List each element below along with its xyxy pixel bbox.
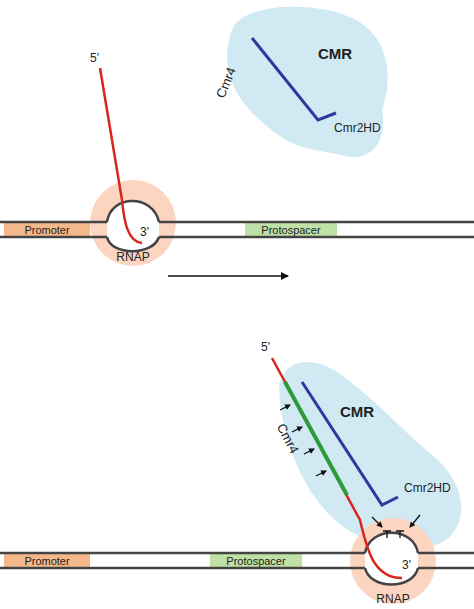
node-label: Cmr2HD [334, 122, 381, 134]
node-shape [350, 518, 436, 604]
node-outline [90, 180, 176, 266]
node-label: Promoter [24, 225, 69, 236]
dna-strand [0, 221, 474, 224]
inhibition-mark [383, 531, 391, 538]
direction-arrow [168, 275, 288, 277]
protein-complex: CMRCmr4Cmr2HD [205, 0, 400, 165]
dna-strand [0, 552, 474, 555]
node-label: CMR [340, 404, 374, 419]
node-outline [227, 7, 388, 157]
end-label: 3' [140, 226, 149, 238]
dna-strand [365, 533, 418, 553]
inhibition-mark [396, 531, 404, 538]
dna-region-box: Protospacer [210, 554, 302, 568]
transcription-bubble [365, 533, 418, 585]
target-hybrid [285, 382, 347, 495]
cleavage-arrow [304, 449, 314, 454]
dna-region-box: Promoter [4, 223, 90, 237]
node-shape [205, 0, 400, 165]
node-outline [350, 518, 436, 604]
rna-transcript [272, 358, 402, 578]
dna-strand [0, 236, 474, 239]
dna-region-box: Protospacer [245, 223, 337, 237]
polymerase: RNAP [350, 518, 436, 604]
protein-complex: CMRCmr4Cmr2HD [268, 345, 474, 555]
node-outline [279, 362, 461, 548]
node-label: CMR [318, 46, 352, 61]
node-label: Protospacer [261, 225, 320, 236]
transcription-bubble [107, 201, 159, 251]
dna-strand [107, 201, 159, 222]
node-label: Protospacer [226, 556, 285, 567]
end-label: 5' [261, 341, 270, 353]
cleavage-arrow [410, 515, 420, 527]
cleavage-arrow [292, 427, 302, 432]
dna-strand [107, 237, 159, 251]
end-label: 5' [90, 52, 99, 64]
polymerase: RNAP [90, 180, 176, 266]
crrna-line [302, 382, 398, 505]
node-label: RNAP [90, 251, 176, 263]
cleavage-arrow [280, 405, 290, 410]
node-label: Cmr2HD [404, 482, 451, 494]
cleavage-arrow [372, 517, 382, 527]
node-label: RNAP [350, 593, 436, 605]
node-label: Promoter [24, 556, 69, 567]
crrna-line [252, 38, 336, 120]
rna-transcript [100, 68, 142, 243]
end-label: 3' [402, 559, 411, 571]
dna-region-box: Promoter [4, 554, 90, 568]
cleavage-arrow [316, 471, 326, 476]
